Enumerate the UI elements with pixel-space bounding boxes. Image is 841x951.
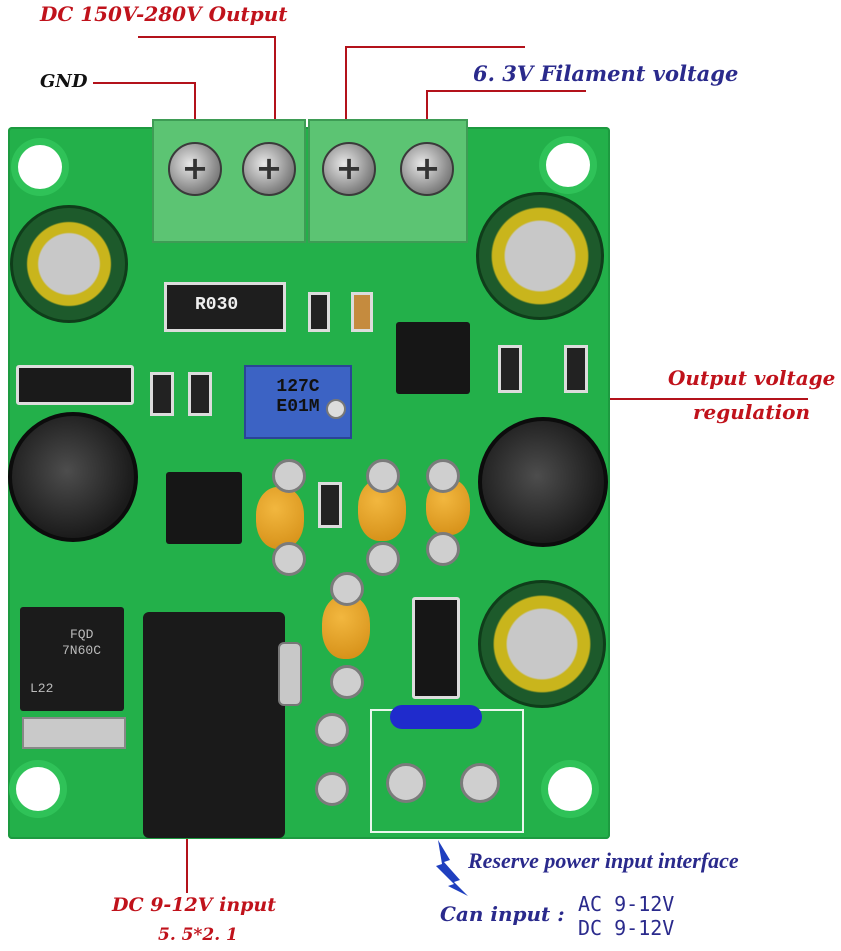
- via-pad-1: [272, 459, 306, 493]
- via-pad-6: [426, 532, 460, 566]
- jack-size-label: 5. 5*2. 1: [158, 925, 238, 945]
- capacitor-c3: [10, 205, 128, 323]
- via-pad-7: [330, 572, 364, 606]
- gnd-callout-horizontal: [93, 82, 196, 84]
- regulation-label-line1: Output voltage: [668, 366, 836, 390]
- regulation-label-line2: regulation: [693, 400, 811, 424]
- pot-marking-bottom: E01M: [276, 397, 320, 417]
- capacitor-c6: [351, 292, 373, 332]
- via-pad-8: [330, 665, 364, 699]
- via-pad-9: [315, 713, 349, 747]
- filament-callout-right: [426, 90, 428, 122]
- mount-hole-bottom-left: [16, 767, 60, 811]
- screw-filament-1[interactable]: [322, 142, 376, 196]
- screw-filament-2[interactable]: [400, 142, 454, 196]
- resistor-r5: [308, 292, 330, 332]
- mosfet-marking-bottom: L22: [30, 681, 54, 696]
- filament-voltage-label: 6. 3V Filament voltage: [473, 61, 739, 86]
- screw-output[interactable]: [242, 142, 296, 196]
- mosfet-marking-top: FQD: [70, 627, 94, 642]
- pcb-board: R030 127C E01M FQD 7N60C L22: [8, 119, 610, 839]
- mosfet-q1: FQD 7N60C L22: [20, 607, 124, 711]
- output-voltage-label: DC 150V-280V Output: [40, 2, 288, 26]
- dc-jack-pin: [278, 642, 302, 706]
- resistor-r6: [564, 345, 588, 393]
- filament-callout-mid: [426, 90, 586, 92]
- dc-power-jack[interactable]: [143, 612, 285, 838]
- filament-callout-left: [345, 46, 347, 122]
- resistor-r1-marking: R030: [195, 295, 239, 315]
- gnd-label: GND: [40, 71, 88, 92]
- mount-hole-top-right: [546, 143, 590, 187]
- capacitor-c9: [476, 192, 604, 320]
- via-pad-10: [315, 772, 349, 806]
- resistor-r4: [318, 482, 342, 528]
- output-callout-vertical: [274, 36, 276, 122]
- jack-callout-line: [186, 800, 188, 893]
- capacitor-c1: [478, 580, 606, 708]
- inductor-l2: [478, 417, 608, 547]
- ic-ic2: [396, 322, 470, 394]
- via-pad-5: [366, 542, 400, 576]
- output-callout-horizontal: [138, 36, 276, 38]
- ic-ic1: [166, 472, 242, 544]
- ac-input-range: AC 9-12V: [578, 892, 675, 916]
- pot-marking-top: 127C: [276, 377, 320, 397]
- output-voltage-potentiometer[interactable]: 127C E01M: [244, 365, 352, 439]
- reserve-input-pad-1[interactable]: [386, 763, 426, 803]
- resistor-r2: [188, 372, 212, 416]
- screw-gnd[interactable]: [168, 142, 222, 196]
- mosfet-heat-tab: [22, 717, 126, 749]
- via-pad-3: [426, 459, 460, 493]
- mosfet-marking: 7N60C: [62, 643, 102, 658]
- reserve-input-blue-wire: [390, 705, 482, 729]
- ceramic-cap-1: [256, 487, 304, 549]
- filament-callout-top: [345, 46, 525, 48]
- reserve-input-pad-2[interactable]: [460, 763, 500, 803]
- via-pad-4: [272, 542, 306, 576]
- diode-d2: [412, 597, 460, 699]
- dc-input-range: DC 9-12V: [578, 916, 675, 940]
- pot-adjust-screw[interactable]: [326, 399, 346, 419]
- resistor-r7: [498, 345, 522, 393]
- inductor-l1: [8, 412, 138, 542]
- mount-hole-bottom-right: [548, 767, 592, 811]
- gnd-callout-vertical: [194, 82, 196, 122]
- resistor-r1: R030: [164, 282, 286, 332]
- resistor-r3: [150, 372, 174, 416]
- diode-d1: [16, 365, 134, 405]
- mount-hole-top-left: [18, 145, 62, 189]
- lightning-icon: [436, 840, 468, 896]
- dc-input-label: DC 9-12V input: [112, 894, 277, 916]
- can-input-label: Can input :: [440, 902, 565, 926]
- via-pad-2: [366, 459, 400, 493]
- reserve-interface-label: Reserve power input interface: [468, 848, 739, 873]
